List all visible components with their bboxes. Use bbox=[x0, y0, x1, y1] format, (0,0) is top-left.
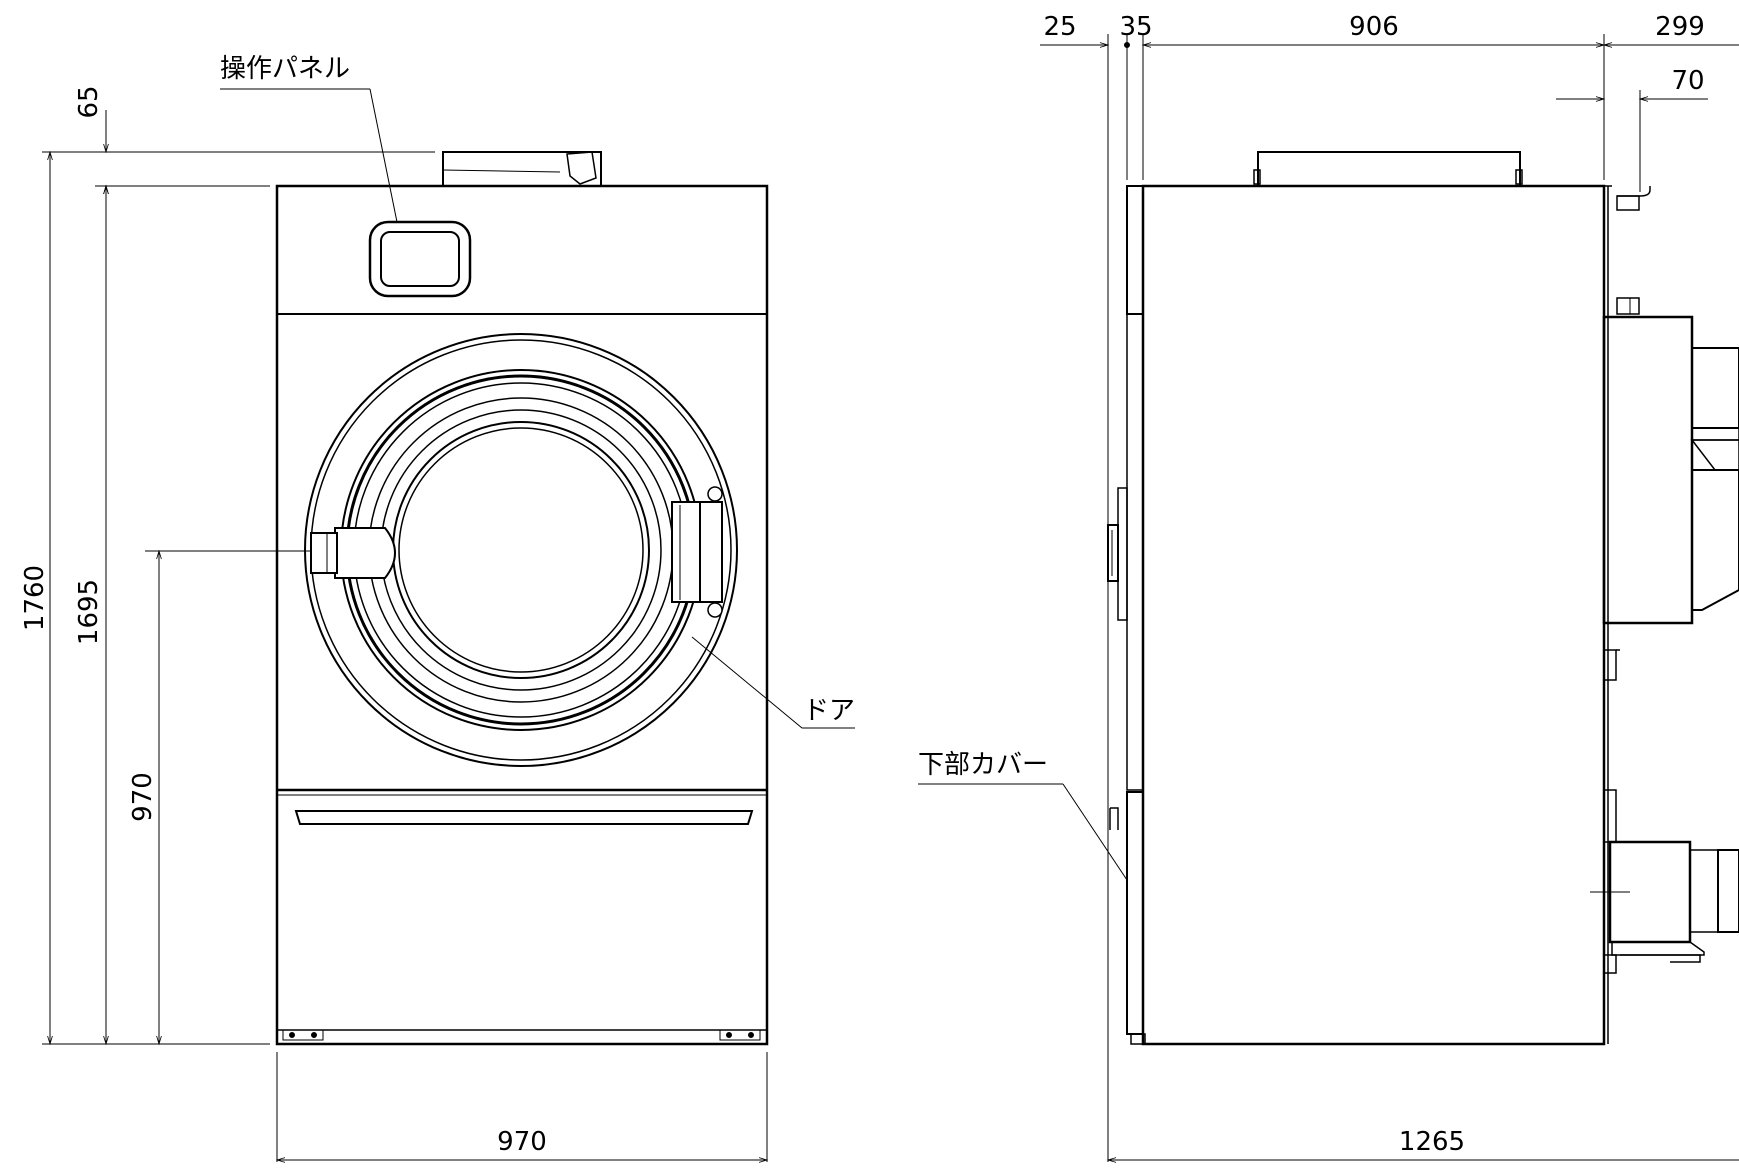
side-dimensions bbox=[1040, 34, 1739, 1163]
dim-rear-depth: 299 bbox=[1655, 12, 1705, 42]
control-panel-screen bbox=[380, 231, 460, 287]
front-cabinet bbox=[275, 184, 769, 1046]
control-panel-frame bbox=[368, 220, 472, 298]
dim-door-center-height: 970 bbox=[128, 772, 158, 822]
rear-blower-box bbox=[1602, 315, 1694, 625]
dim-front-panel: 25 bbox=[1043, 12, 1076, 42]
dim-body-depth: 906 bbox=[1349, 12, 1399, 42]
dim-rear-pipe: 70 bbox=[1671, 66, 1704, 96]
side-leaders bbox=[918, 783, 1128, 881]
lower-cover-label: 下部カバー bbox=[918, 750, 1048, 780]
control-panel-label: 操作パネル bbox=[220, 54, 350, 84]
front-leaders bbox=[220, 88, 855, 729]
dim-door-offset: 35 bbox=[1119, 12, 1152, 42]
door-handle bbox=[310, 527, 396, 579]
top-exhaust-duct bbox=[442, 151, 602, 187]
door-hinge bbox=[671, 486, 723, 618]
front-dimensions bbox=[42, 110, 769, 1163]
side-body bbox=[1141, 184, 1606, 1046]
front-view bbox=[275, 151, 769, 1046]
side-view bbox=[1107, 151, 1739, 1046]
door-label: ドア bbox=[803, 696, 855, 726]
dim-total-height: 1760 bbox=[20, 565, 50, 631]
dim-body-height: 1695 bbox=[74, 579, 104, 645]
dim-front-width: 970 bbox=[497, 1127, 547, 1157]
dim-top-offset: 65 bbox=[74, 85, 104, 118]
lower-handle bbox=[294, 810, 754, 825]
dim-total-depth: 1265 bbox=[1399, 1127, 1465, 1157]
rear-connection-pipes bbox=[1616, 186, 1651, 315]
